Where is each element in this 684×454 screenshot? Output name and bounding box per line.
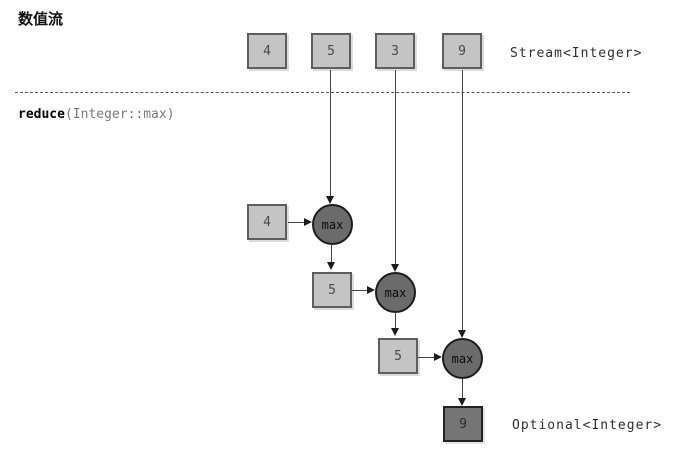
stream-value-box: 3 bbox=[375, 33, 415, 69]
accumulator-value: 5 bbox=[328, 282, 336, 298]
stream-value-box: 9 bbox=[442, 33, 482, 69]
accumulator-arrow bbox=[418, 353, 442, 361]
stream-type-label: Stream<Integer> bbox=[510, 46, 643, 61]
accumulator-box: 5 bbox=[378, 338, 418, 374]
stream-value-box: 5 bbox=[311, 33, 351, 69]
stream-value-box: 4 bbox=[247, 33, 287, 69]
max-circle: max bbox=[442, 338, 483, 379]
operation-name: reduce bbox=[18, 107, 65, 122]
result-arrow bbox=[327, 244, 335, 270]
result-arrow bbox=[391, 312, 399, 336]
result-box: 9 bbox=[443, 406, 483, 442]
accumulator-box: 4 bbox=[247, 204, 287, 240]
result-arrow bbox=[458, 378, 466, 406]
stream-input-arrow bbox=[458, 70, 466, 338]
section-divider bbox=[15, 92, 630, 93]
page-title: 数值流 bbox=[18, 10, 64, 28]
max-op-label: max bbox=[321, 217, 344, 232]
stream-value: 5 bbox=[327, 43, 335, 59]
accumulator-arrow bbox=[352, 286, 375, 294]
accumulator-value: 5 bbox=[394, 348, 402, 364]
operation-args: (Integer::max) bbox=[64, 107, 175, 122]
accumulator-box: 5 bbox=[312, 272, 352, 308]
accumulator-value: 4 bbox=[263, 214, 271, 230]
stream-value: 4 bbox=[263, 43, 271, 59]
operation-label: reduce(Integer::max) bbox=[18, 107, 175, 122]
max-op-label: max bbox=[384, 285, 407, 300]
stream-value: 9 bbox=[458, 43, 466, 59]
stream-input-arrow bbox=[391, 70, 399, 272]
accumulator-arrow bbox=[288, 218, 312, 226]
max-circle: max bbox=[375, 272, 416, 313]
stream-input-arrow bbox=[326, 70, 334, 204]
max-circle: max bbox=[312, 204, 353, 245]
result-value: 9 bbox=[459, 416, 467, 432]
stream-value: 3 bbox=[391, 43, 399, 59]
max-op-label: max bbox=[451, 351, 474, 366]
result-type-label: Optional<Integer> bbox=[512, 418, 663, 433]
